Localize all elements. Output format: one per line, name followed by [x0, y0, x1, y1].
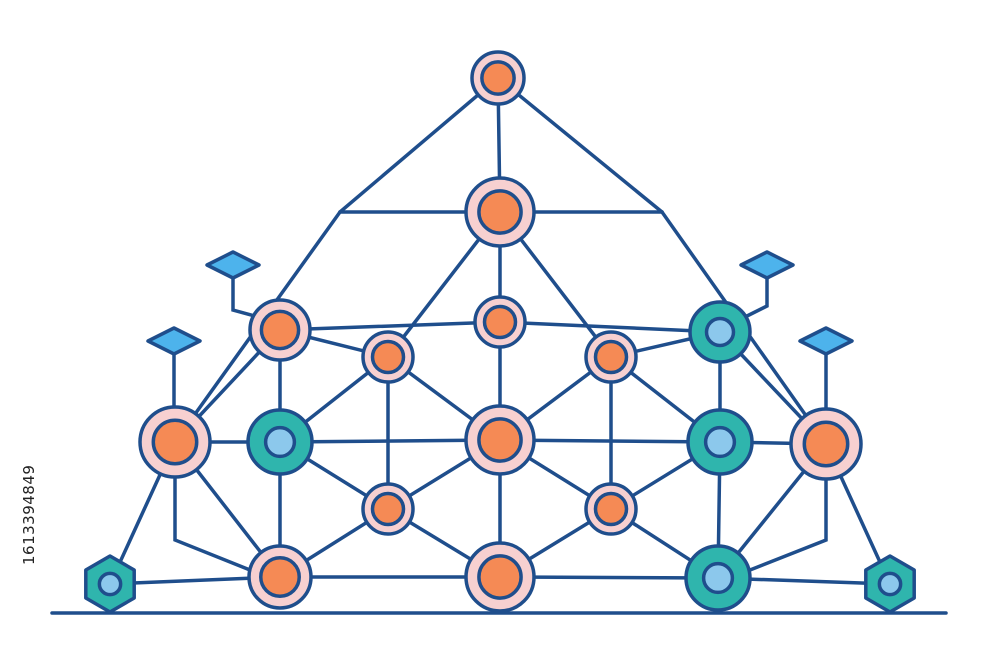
- orange-circle-node-icon: [470, 50, 526, 106]
- teal-hexagon-node-icon: [864, 554, 916, 614]
- node-core-il2: [370, 491, 406, 527]
- network-nodes: [84, 50, 916, 614]
- node-core-top: [480, 60, 516, 96]
- teal-circle-node-icon: [246, 408, 314, 476]
- teal-circle-node-icon: [684, 544, 752, 612]
- blue-diamond-node-icon: [798, 326, 854, 356]
- blue-diamond-node-icon: [146, 326, 202, 356]
- node-core-c2: [477, 189, 523, 235]
- node-core-ir1: [593, 339, 629, 375]
- edge-l2-c4: [278, 438, 502, 444]
- teal-hexagon-node-icon: [84, 554, 136, 614]
- edge-c5-r3: [498, 575, 720, 580]
- node-core-r3: [701, 561, 735, 595]
- edge-top-barR: [496, 76, 664, 214]
- hexagon-core-hl: [97, 571, 123, 597]
- orange-circle-node-icon: [138, 405, 212, 479]
- teal-circle-node-icon: [686, 408, 754, 476]
- edge-c3-r1: [498, 320, 722, 334]
- hexagon-core-hr: [877, 571, 903, 597]
- elbow-connector-5: [748, 477, 828, 572]
- orange-circle-node-icon: [464, 176, 536, 248]
- node-core-r2: [703, 425, 737, 459]
- orange-circle-node-icon: [361, 330, 415, 384]
- node-core-c3: [482, 304, 518, 340]
- orange-circle-node-icon: [584, 482, 638, 536]
- node-core-il1: [370, 339, 406, 375]
- orange-circle-node-icon: [464, 541, 536, 613]
- orange-circle-node-icon: [584, 330, 638, 384]
- elbow-connector-4: [173, 475, 252, 572]
- node-core-fl: [151, 418, 199, 466]
- orange-circle-node-icon: [464, 404, 536, 476]
- orange-circle-node-icon: [247, 544, 313, 610]
- orange-circle-node-icon: [789, 407, 863, 481]
- orange-circle-node-icon: [248, 298, 312, 362]
- blue-diamond-node-icon: [205, 250, 261, 280]
- node-core-c4: [477, 417, 523, 463]
- node-core-ir2: [593, 491, 629, 527]
- orange-circle-node-icon: [361, 482, 415, 536]
- teal-circle-node-icon: [688, 300, 752, 364]
- edge-top-barL: [338, 76, 500, 214]
- edge-l1-c3: [278, 320, 502, 332]
- node-core-r1: [704, 316, 736, 348]
- stock-image-id: 1613394849: [20, 464, 38, 565]
- node-core-fr: [802, 420, 850, 468]
- blue-diamond-node-icon: [739, 250, 795, 280]
- orange-circle-node-icon: [473, 295, 527, 349]
- node-core-l2: [263, 425, 297, 459]
- node-core-l1: [259, 309, 301, 351]
- node-core-c5: [477, 554, 523, 600]
- node-core-l3: [259, 556, 301, 598]
